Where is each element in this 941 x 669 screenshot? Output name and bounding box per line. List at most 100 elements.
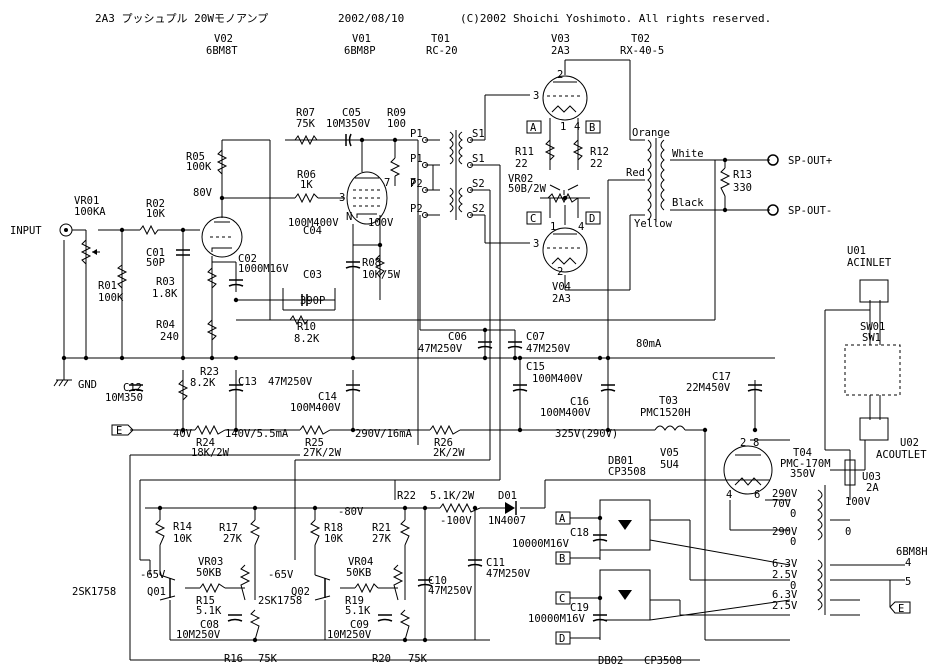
- resistors-r22-ref-label: R22: [397, 490, 416, 502]
- svg-text:4: 4: [574, 121, 580, 133]
- resistors-r07-ref-label: R07: [296, 107, 315, 119]
- caps-c06-value-label: 47M250V: [418, 343, 463, 355]
- transformers-t02-taps-1-label: White: [672, 148, 704, 160]
- caps-c08-value-label: 10M250V: [176, 629, 221, 641]
- transformers-t02-taps-4-label: Yellow: [634, 218, 673, 230]
- marker-c-top: C: [530, 213, 536, 225]
- wiring: [63, 59, 905, 661]
- resistors-r01-ref-label: R01: [98, 280, 117, 292]
- mosfet-q01: [159, 574, 176, 601]
- resistors-r25-ref-label: R25: [305, 437, 324, 449]
- svg-text:4: 4: [578, 221, 584, 233]
- transformers-t01-pins-4-label: P2: [410, 178, 423, 190]
- tube-v03: 3 2 1 4: [533, 69, 588, 133]
- resistors-r17-value-label: 27K: [223, 533, 243, 545]
- ground-symbol: [53, 379, 72, 387]
- input-jack: [59, 223, 73, 237]
- caps-c08-ref-label: C08: [200, 619, 219, 631]
- pots-vr04-ref-label: VR04: [348, 556, 373, 568]
- caps-c06-ref-label: C06: [448, 331, 467, 343]
- resistor-symbols: [116, 134, 731, 641]
- voltages-vm100-label: -100V: [440, 515, 472, 527]
- choke-t03: [654, 425, 686, 431]
- caps-c09-value-label: 10M250V: [327, 629, 372, 641]
- transformers-t04-taps-5-label: 0: [790, 536, 796, 548]
- resistors-r14-value-label: 10K: [173, 533, 193, 545]
- marker-e-left: E: [116, 425, 122, 437]
- caps-c04-value-label: 100M400V: [288, 217, 339, 229]
- caps-c09-ref-label: C09: [350, 619, 369, 631]
- t02-type: RX-40-5: [620, 45, 664, 57]
- resistors-r06-value-label: 1K: [300, 179, 313, 191]
- pots-vr03-value-label: 50KB: [196, 567, 221, 579]
- semis-db01-type-label: CP3508: [608, 466, 646, 478]
- t04-ref: T04: [793, 447, 812, 459]
- resistors-r09-value-label: 100: [387, 118, 406, 130]
- caps-c19-value-label: 10000M16V: [528, 613, 586, 625]
- svg-text:2: 2: [557, 69, 563, 81]
- resistors-r11-ref-label: R11: [515, 146, 534, 158]
- resistors-r11-value-label: 22: [515, 158, 528, 170]
- labels: V02 6BM8T V01 6BM8P V03 2A3 V04 2A3 V05 …: [10, 33, 928, 667]
- v05-ref: V05: [660, 447, 679, 459]
- resistors-r24-ref-label: R24: [196, 437, 215, 449]
- v02-ref: V02: [214, 33, 233, 45]
- resistors-r02-value-label: 10K: [146, 208, 166, 220]
- sp-out-minus-terminal: [767, 204, 779, 216]
- caps-c14-ref-label: C14: [318, 391, 337, 403]
- resistors-r08-ref-label: R08: [362, 257, 381, 269]
- transformers-t04-taps-11-label: 6.3V: [772, 589, 798, 601]
- semis-q01-type-label: 2SK1758: [72, 586, 116, 598]
- voltages-v80-label: 80V: [193, 187, 213, 199]
- resistors-r08-value-label: 10K/5W: [362, 269, 401, 281]
- schematic-date: 2002/08/10: [338, 12, 404, 25]
- t03-type: PMC1520H: [640, 407, 691, 419]
- transformers-t02-taps-3-label: Black: [672, 197, 704, 209]
- transformers-t04-taps-7-label: 0: [845, 526, 851, 538]
- pots-vr01-ref-label: VR01: [74, 195, 99, 207]
- marker-c-bottom: C: [559, 593, 565, 605]
- resistors-r17-ref-label: R17: [219, 522, 238, 534]
- svg-text:1: 1: [560, 121, 566, 133]
- misc-pin5-label: 5: [905, 576, 911, 588]
- resistors-r01-value-label: 100K: [98, 292, 124, 304]
- caps-c04-ref-label: C04: [303, 225, 322, 237]
- misc-acoutlet-label: ACOUTLET: [876, 449, 927, 461]
- copyright: (C)2002 Shoichi Yoshimoto. All rights re…: [460, 12, 771, 25]
- svg-text:2: 2: [557, 266, 563, 278]
- bridge-db01: [599, 499, 651, 551]
- resistors-r03-ref-label: R03: [156, 276, 175, 288]
- semis-db02-type-label: CP3508: [644, 655, 682, 667]
- svg-text:3: 3: [533, 90, 539, 102]
- transformers-t04-taps-9-label: 2.5V: [772, 569, 798, 581]
- caps-c13-value-label: 47M250V: [268, 376, 313, 388]
- svg-text:1: 1: [550, 221, 556, 233]
- resistors-r16-ref-label: R16: [224, 653, 243, 665]
- pots-vr02-ref-label: VR02: [508, 173, 533, 185]
- resistors-r18-ref-label: R18: [324, 522, 343, 534]
- misc-sw1-label: SW1: [862, 332, 881, 344]
- junctions: [61, 137, 758, 643]
- caps-c05-ref-label: C05: [342, 107, 361, 119]
- svg-text:8: 8: [753, 437, 759, 449]
- tube-v01: 3 7 7 N: [339, 171, 416, 225]
- transformers-t02-taps-0-label: Orange: [632, 127, 670, 139]
- caps-c13-ref-label: C13: [238, 376, 257, 388]
- semis-q02-ref-label: Q02: [291, 586, 310, 598]
- voltages-vm65a-label: -65V: [140, 569, 166, 581]
- resistors-r20-ref-label: R20: [372, 653, 391, 665]
- t02-ref: T02: [631, 33, 650, 45]
- resistors-r15-value-label: 5.1K: [196, 605, 222, 617]
- voltages-i80-label: 80mA: [636, 338, 662, 350]
- misc-sp_minus-label: SP-OUT-: [788, 205, 832, 217]
- caps-c16-ref-label: C16: [570, 396, 589, 408]
- misc-u02-label: U02: [900, 437, 919, 449]
- resistors-r03-value-label: 1.8K: [152, 288, 178, 300]
- caps-c02-ref-label: C02: [238, 253, 257, 265]
- svg-text:4: 4: [726, 489, 732, 501]
- transformers-t01-pins-2-label: P1: [410, 153, 423, 165]
- v02-type: 6BM8T: [206, 45, 238, 57]
- resistors-r21-value-label: 27K: [372, 533, 392, 545]
- misc-gnd-label: GND: [78, 379, 97, 391]
